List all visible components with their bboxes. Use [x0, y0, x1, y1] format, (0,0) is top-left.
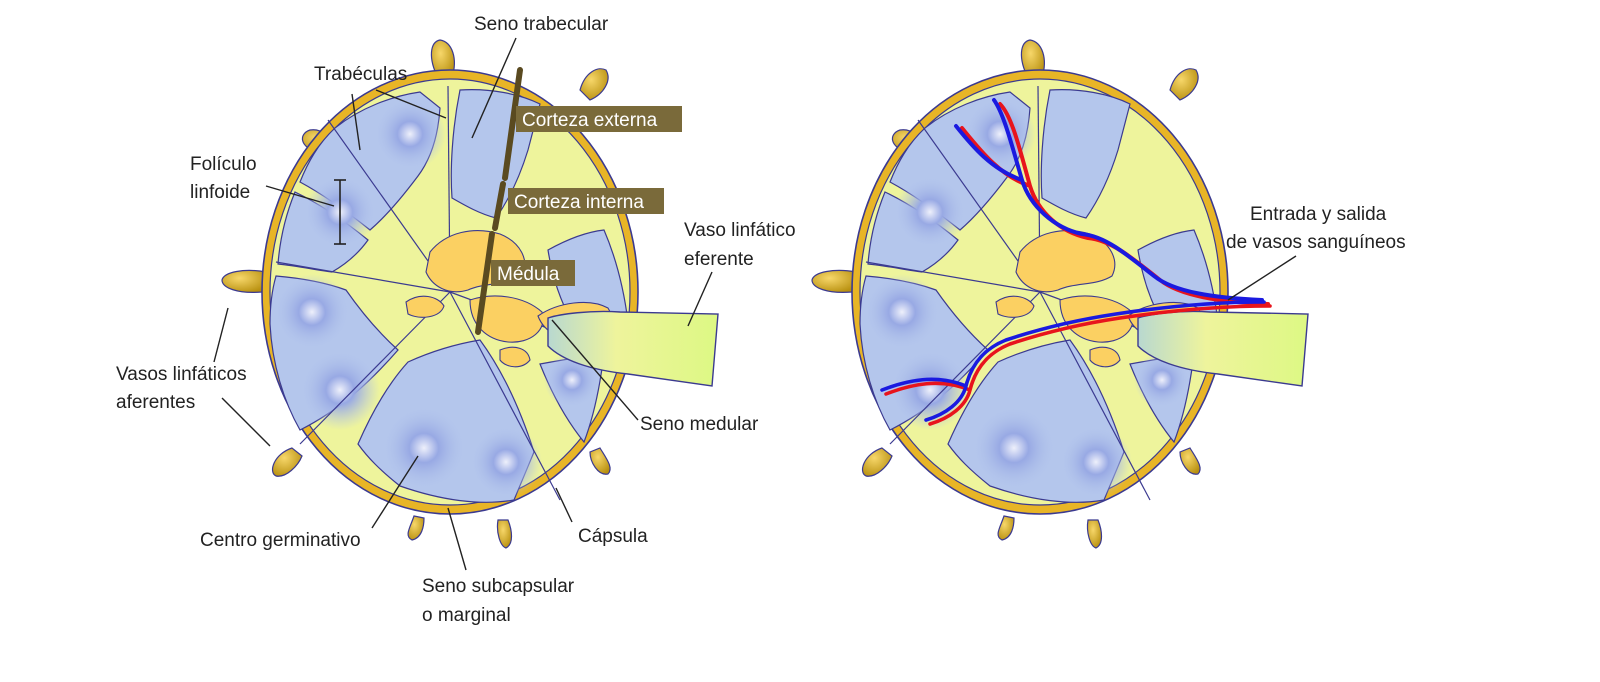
- vaso-eferente-label-line2: eferente: [684, 249, 754, 270]
- vaso-eferente-label-line1: Vaso linfático: [684, 220, 796, 241]
- centro-germinativo-label: Centro germinativo: [200, 530, 361, 551]
- seno-subcapsular-label-line2: o marginal: [422, 605, 511, 626]
- corteza-interna-label: Corteza interna: [514, 192, 644, 213]
- corteza-externa-label: Corteza externa: [522, 110, 658, 131]
- tag-medula: Médula: [491, 260, 575, 286]
- seno-subcapsular-label-line1: Seno subcapsular: [422, 576, 575, 597]
- medula-label: Médula: [497, 264, 560, 285]
- tag-corteza-interna: Corteza interna: [508, 188, 664, 214]
- seno-medular-label: Seno medular: [640, 414, 759, 435]
- artery-lower: [884, 304, 1272, 426]
- vasos-sanguineos-leader: [1227, 255, 1297, 301]
- vein-upper: [954, 98, 1264, 302]
- seno-trabecular-label: Seno trabecular: [474, 14, 609, 35]
- trabeculas-label: Trabéculas: [314, 64, 407, 85]
- follicle-bracket: [334, 179, 346, 245]
- leader-lines: [213, 37, 713, 571]
- vasos-sanguineos-label-line1: Entrada y salida: [1250, 204, 1387, 225]
- vein-lower: [880, 300, 1266, 422]
- lymph-node-right: Entrada y salida de vasos sanguíneos: [811, 39, 1406, 549]
- lymph-node-left: Corteza externa Corteza interna Médula: [116, 14, 796, 626]
- capsula-label: Cápsula: [578, 526, 648, 547]
- tag-corteza-externa: Corteza externa: [516, 106, 682, 132]
- depth-bar: [475, 67, 523, 335]
- vasos-aferentes-label-line2: aferentes: [116, 392, 195, 413]
- blood-vessels: [880, 98, 1272, 426]
- vasos-sanguineos-label-line2: de vasos sanguíneos: [1226, 232, 1406, 253]
- vasos-aferentes-label-line1: Vasos linfáticos: [116, 364, 247, 385]
- foliculo-label-line2: linfoide: [190, 182, 250, 203]
- foliculo-label-line1: Folículo: [190, 154, 257, 175]
